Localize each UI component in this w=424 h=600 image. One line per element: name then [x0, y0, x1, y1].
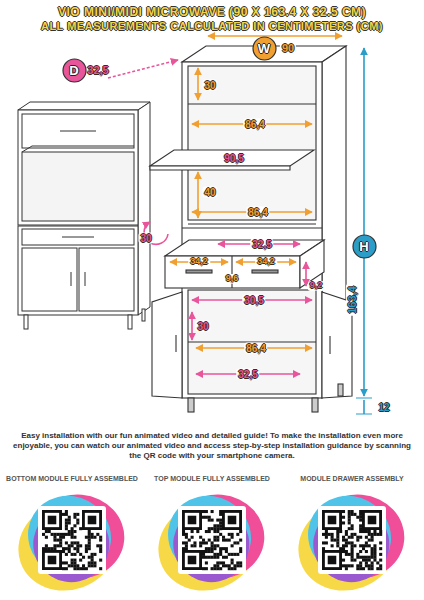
qr-finder: [185, 513, 199, 527]
qr-codes: [6, 481, 410, 600]
qr-finder: [48, 516, 57, 525]
width-dimension: 86,4: [243, 119, 266, 130]
dimension-lines: [108, 36, 372, 414]
shelf-width: 30,5: [242, 295, 265, 306]
qr-finder: [365, 513, 379, 527]
badge-letter: H: [359, 239, 368, 254]
qr-finder: [88, 516, 97, 525]
width-dimension: 90: [280, 42, 296, 54]
subtitle: ALL MEASUREMENTS CALCULATED IN CENTIMETE…: [41, 20, 383, 32]
dimension-badge: W: [252, 36, 277, 61]
qr-finder: [225, 513, 239, 527]
total-height: 163,4: [346, 284, 358, 316]
height-dimension: 30: [195, 321, 210, 332]
dimension-badge: D: [62, 58, 87, 83]
qr-background: [178, 506, 246, 574]
qr-background: [318, 506, 386, 574]
flap-dimension: 90,5: [222, 153, 245, 164]
badge-circle: [253, 37, 276, 60]
qr-finder: [368, 516, 377, 525]
qr-finder: [188, 516, 197, 525]
qr-caption: MODULE DRAWER ASSEMBLY: [300, 475, 403, 483]
qr-finder: [188, 556, 197, 565]
drawer-height: 9,6: [224, 274, 241, 284]
drawer-depth: 9,2: [308, 281, 325, 291]
depth-dimension: 32,5: [85, 64, 110, 76]
qr-caption: BOTTOM MODULE FULLY ASSEMBLED: [6, 475, 138, 483]
qr-finder: [228, 516, 237, 525]
width-dimension: 86,4: [244, 343, 267, 354]
qr-finder: [328, 556, 337, 565]
drawer-width: 34,2: [255, 257, 277, 267]
qr-finder: [325, 553, 339, 567]
qr-finder: [45, 513, 59, 527]
qr-finder: [85, 513, 99, 527]
qr-finder: [325, 513, 339, 527]
qr-pattern: [42, 510, 102, 570]
qr-finder: [328, 516, 337, 525]
qr-finder: [48, 556, 57, 565]
qr-finder: [45, 553, 59, 567]
badge-circle: [353, 235, 376, 258]
angle-dimension: 30: [138, 233, 153, 244]
badge-letter: W: [258, 41, 270, 56]
color-splash: [158, 491, 264, 597]
assembled-cabinet: [18, 102, 150, 329]
height-dimension: 40: [202, 187, 217, 198]
note-paragraph: Easy installation with our fun animated …: [10, 431, 414, 461]
color-splash: [298, 491, 404, 597]
badge-letter: D: [69, 63, 78, 78]
qr-caption: TOP MODULE FULLY ASSEMBLED: [154, 475, 270, 483]
width-dimension: 86,4: [246, 207, 269, 218]
depth-dimension: 32,5: [250, 239, 273, 250]
color-splash: [18, 491, 124, 597]
qr-finder: [185, 553, 199, 567]
drawer-width: 34,2: [188, 257, 210, 267]
exploded-cabinet: [150, 46, 352, 412]
qr-pattern: [182, 510, 242, 570]
leg-height: 12: [376, 402, 391, 413]
title: VIO MINI/MIDI MICROWAVE (90 X 163.4 X 32…: [58, 6, 366, 19]
badge-circle: [63, 59, 86, 82]
height-dimension: 30: [202, 80, 217, 91]
qr-background: [38, 506, 106, 574]
qr-pattern: [322, 510, 382, 570]
depth-dimension: 32,5: [236, 369, 259, 380]
dimension-badge: H: [352, 234, 377, 259]
